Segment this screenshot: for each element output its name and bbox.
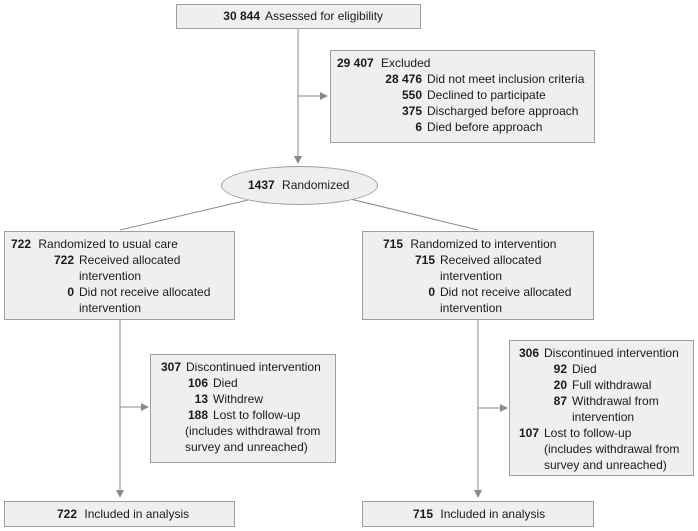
usual-received-label-cont: intervention bbox=[79, 269, 142, 283]
excluded-item-label: Discharged before approach bbox=[427, 104, 579, 118]
intervention-discontinued-label: Discontinued intervention bbox=[544, 346, 679, 360]
usual-discontinued-box: 307 Discontinued intervention 106 Died 1… bbox=[150, 354, 336, 463]
usual-lost-count: 188 bbox=[187, 408, 208, 422]
intervention-analysis-count: 715 bbox=[413, 507, 434, 521]
assessed-count: 30 844 bbox=[223, 9, 260, 23]
excluded-item-count: 6 bbox=[415, 120, 422, 134]
intervention-wfi-label: Withdrawal from bbox=[572, 394, 659, 408]
excluded-item-label: Declined to participate bbox=[427, 88, 546, 102]
intervention-died-count: 92 bbox=[553, 362, 567, 376]
randomized-count: 1437 bbox=[248, 178, 275, 192]
intervention-count: 715 bbox=[383, 237, 404, 251]
excluded-item-count: 375 bbox=[401, 104, 422, 118]
randomized-label: Randomized bbox=[282, 178, 350, 192]
intervention-discontinued-count: 306 bbox=[518, 346, 539, 360]
usual-lost-note: (includes withdrawal from bbox=[185, 424, 321, 438]
intervention-received-count: 715 bbox=[414, 253, 435, 267]
line-randomized-to-intervention bbox=[337, 195, 479, 231]
usual-died-count: 106 bbox=[187, 376, 208, 390]
intervention-lost-label: Lost to follow-up bbox=[544, 426, 632, 440]
line-randomized-to-usual bbox=[119, 195, 266, 231]
intervention-received-label-cont: intervention bbox=[440, 269, 503, 283]
usual-received-label: Received allocated bbox=[79, 253, 181, 267]
assessed-box: 30 844 Assessed for eligibility bbox=[176, 4, 421, 29]
usual-notreceived-count: 0 bbox=[67, 285, 74, 299]
intervention-full-withdrawal-label: Full withdrawal bbox=[572, 378, 652, 392]
intervention-lost-count: 107 bbox=[518, 426, 539, 440]
usual-analysis-count: 722 bbox=[57, 507, 78, 521]
intervention-lost-note: (includes withdrawal from bbox=[544, 442, 680, 456]
intervention-notreceived-count: 0 bbox=[428, 285, 435, 299]
usual-notreceived-label: Did not receive allocated bbox=[79, 285, 211, 299]
intervention-analysis-box: 715 Included in analysis bbox=[362, 501, 594, 527]
usual-care-box: 722 Randomized to usual care 722 Receive… bbox=[4, 231, 235, 320]
usual-lost-label: Lost to follow-up bbox=[213, 408, 301, 422]
usual-died-label: Died bbox=[213, 376, 238, 390]
usual-withdrew-count: 13 bbox=[194, 392, 208, 406]
intervention-label: Randomized to intervention bbox=[410, 237, 557, 251]
usual-analysis-label: Included in analysis bbox=[84, 507, 190, 521]
usual-care-count: 722 bbox=[11, 237, 32, 251]
intervention-wfi-count: 87 bbox=[553, 394, 567, 408]
excluded-item-label: Did not meet inclusion criteria bbox=[427, 72, 585, 86]
excluded-item-count: 550 bbox=[401, 88, 422, 102]
usual-discontinued-label: Discontinued intervention bbox=[186, 360, 321, 374]
usual-discontinued-count: 307 bbox=[160, 360, 181, 374]
intervention-died-label: Died bbox=[572, 362, 597, 376]
intervention-discontinued-box: 306 Discontinued intervention 92 Died 20… bbox=[509, 340, 694, 476]
excluded-count: 29 407 bbox=[337, 56, 374, 70]
usual-lost-note-cont: survey and unreached) bbox=[185, 440, 308, 454]
excluded-item-label: Died before approach bbox=[427, 120, 543, 134]
intervention-notreceived-label-cont: intervention bbox=[440, 301, 503, 315]
usual-analysis-box: 722 Included in analysis bbox=[4, 501, 235, 527]
intervention-wfi-label-cont: intervention bbox=[572, 410, 635, 424]
usual-notreceived-label-cont: intervention bbox=[79, 301, 142, 315]
usual-withdrew-label: Withdrew bbox=[213, 392, 264, 406]
intervention-received-label: Received allocated bbox=[440, 253, 542, 267]
randomized-ellipse: 1437 Randomized bbox=[221, 166, 378, 205]
assessed-label: Assessed for eligibility bbox=[265, 9, 384, 23]
intervention-analysis-label: Included in analysis bbox=[440, 507, 546, 521]
excluded-item-count: 28 476 bbox=[385, 72, 422, 86]
intervention-lost-note-cont: survey and unreached) bbox=[544, 458, 667, 472]
intervention-full-withdrawal-count: 20 bbox=[553, 378, 567, 392]
excluded-box: 29 407 Excluded 28 476 Did not meet incl… bbox=[330, 50, 595, 143]
usual-received-count: 722 bbox=[53, 253, 74, 267]
excluded-label: Excluded bbox=[381, 56, 431, 70]
usual-care-label: Randomized to usual care bbox=[38, 237, 178, 251]
intervention-notreceived-label: Did not receive allocated bbox=[440, 285, 572, 299]
intervention-box: 715 Randomized to intervention 715 Recei… bbox=[362, 231, 594, 320]
